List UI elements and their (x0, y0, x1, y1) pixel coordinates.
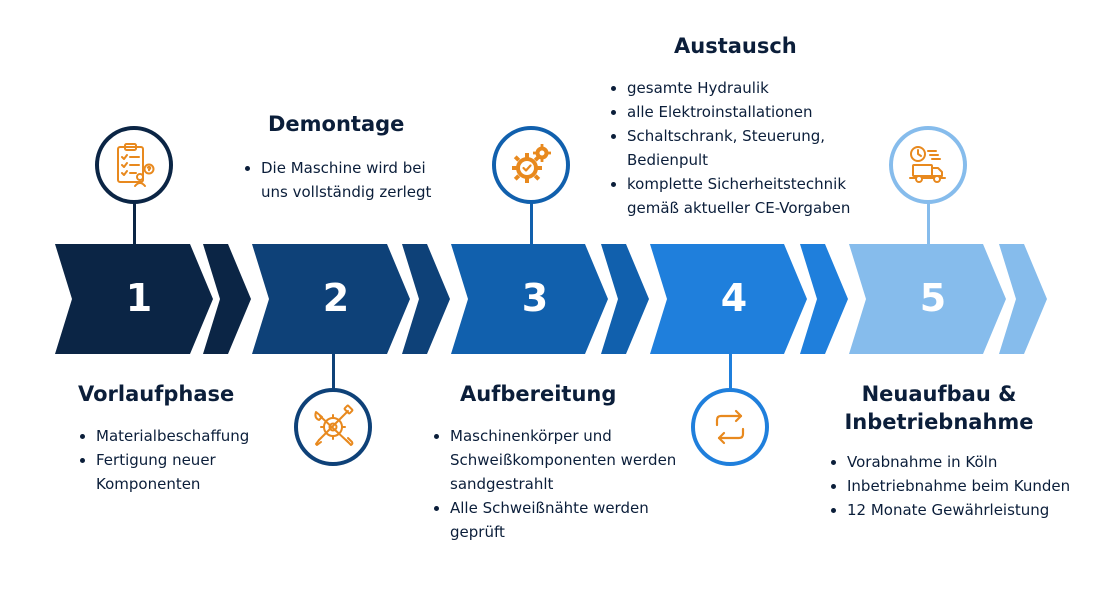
chevron-small-2 (402, 244, 450, 354)
step-2-block: Demontage Die Maschine wird bei uns voll… (243, 110, 443, 204)
step-number-3: 3 (521, 276, 549, 320)
step-4-bullet-list: gesamte Hydraulik alle Elektroinstallati… (609, 76, 879, 220)
step-3-bullet: Alle Schweißnähte werden geprüft (450, 496, 682, 544)
step-1-bullet-list: Materialbeschaffung Fertigung neuer Komp… (78, 424, 278, 496)
connector-3 (530, 203, 533, 244)
chevron-main-1 (55, 244, 213, 354)
step-1-block: Vorlaufphase Materialbeschaffung Fertigu… (78, 380, 278, 496)
connector-2 (332, 354, 335, 392)
step-5-icon-circle (889, 126, 967, 204)
chevron-main-5 (849, 244, 1006, 354)
step-4-bullet: komplette Sicherheitstechnik gemäß aktue… (627, 172, 879, 220)
wrench-screwdriver-gear-icon (314, 404, 354, 446)
clock-delivery-truck-icon (909, 146, 946, 183)
step-2-bullet: Die Maschine wird bei uns vollständig ze… (261, 156, 443, 204)
step-3-title: Aufbereitung (460, 382, 617, 406)
step-4-title: Austausch (674, 34, 797, 58)
chevron-main-4 (650, 244, 807, 354)
step-number-1: 1 (125, 276, 153, 320)
step-3-bullet-list: Maschinenkörper und Schweißkomponenten w… (432, 424, 682, 544)
step-2-bullet-list: Die Maschine wird bei uns vollständig ze… (243, 156, 443, 204)
step-1-bullet: Materialbeschaffung (96, 424, 278, 448)
step-5-bullet: 12 Monate Gewährleistung (847, 498, 1089, 522)
step-4-bullet: gesamte Hydraulik (627, 76, 879, 100)
step-number-2: 2 (322, 276, 350, 320)
chevron-main-3 (451, 244, 608, 354)
chevron-main-2 (252, 244, 410, 354)
step-5-bullet: Inbetriebnahme beim Kunden (847, 474, 1089, 498)
chevron-small-3 (601, 244, 649, 354)
step-3-icon-circle (492, 126, 570, 204)
chevron-small-4 (800, 244, 848, 354)
step-1-title: Vorlaufphase (78, 382, 235, 406)
step-5-bullet: Vorabnahme in Köln (847, 450, 1089, 474)
connector-1 (133, 203, 136, 244)
connector-4 (729, 354, 732, 392)
step-4-bullet: alle Elektroinstallationen (627, 100, 879, 124)
step-3-bullet: Maschinenkörper und Schweißkomponenten w… (450, 424, 682, 496)
exchange-arrows-icon (715, 409, 745, 445)
connector-5 (927, 203, 930, 244)
step-2-title: Demontage (268, 112, 405, 136)
step-4-bullet: Schaltschrank, Steuerung, Bedienpult (627, 124, 879, 172)
gears-checkmark-icon (512, 144, 551, 183)
step-1-bullet: Fertigung neuer Komponenten (96, 448, 278, 496)
step-2-icon-circle (294, 388, 372, 466)
chevron-small-5 (999, 244, 1047, 354)
clipboard-checklist-icon (117, 143, 155, 187)
step-5-block: Neuaufbau & Inbetriebnahme Vorabnahme in… (829, 380, 1089, 522)
step-4-icon-circle (691, 388, 769, 466)
step-5-title: Neuaufbau & Inbetriebnahme (844, 382, 1034, 434)
step-5-bullet-list: Vorabnahme in Köln Inbetriebnahme beim K… (829, 450, 1089, 522)
step-1-icon-circle (95, 126, 173, 204)
chevron-small-1 (203, 244, 251, 354)
step-3-block: Aufbereitung Maschinenkörper und Schweiß… (432, 380, 682, 544)
step-number-5: 5 (919, 276, 947, 320)
step-4-block: Austausch gesamte Hydraulik alle Elektro… (609, 32, 879, 220)
step-number-4: 4 (720, 276, 748, 320)
